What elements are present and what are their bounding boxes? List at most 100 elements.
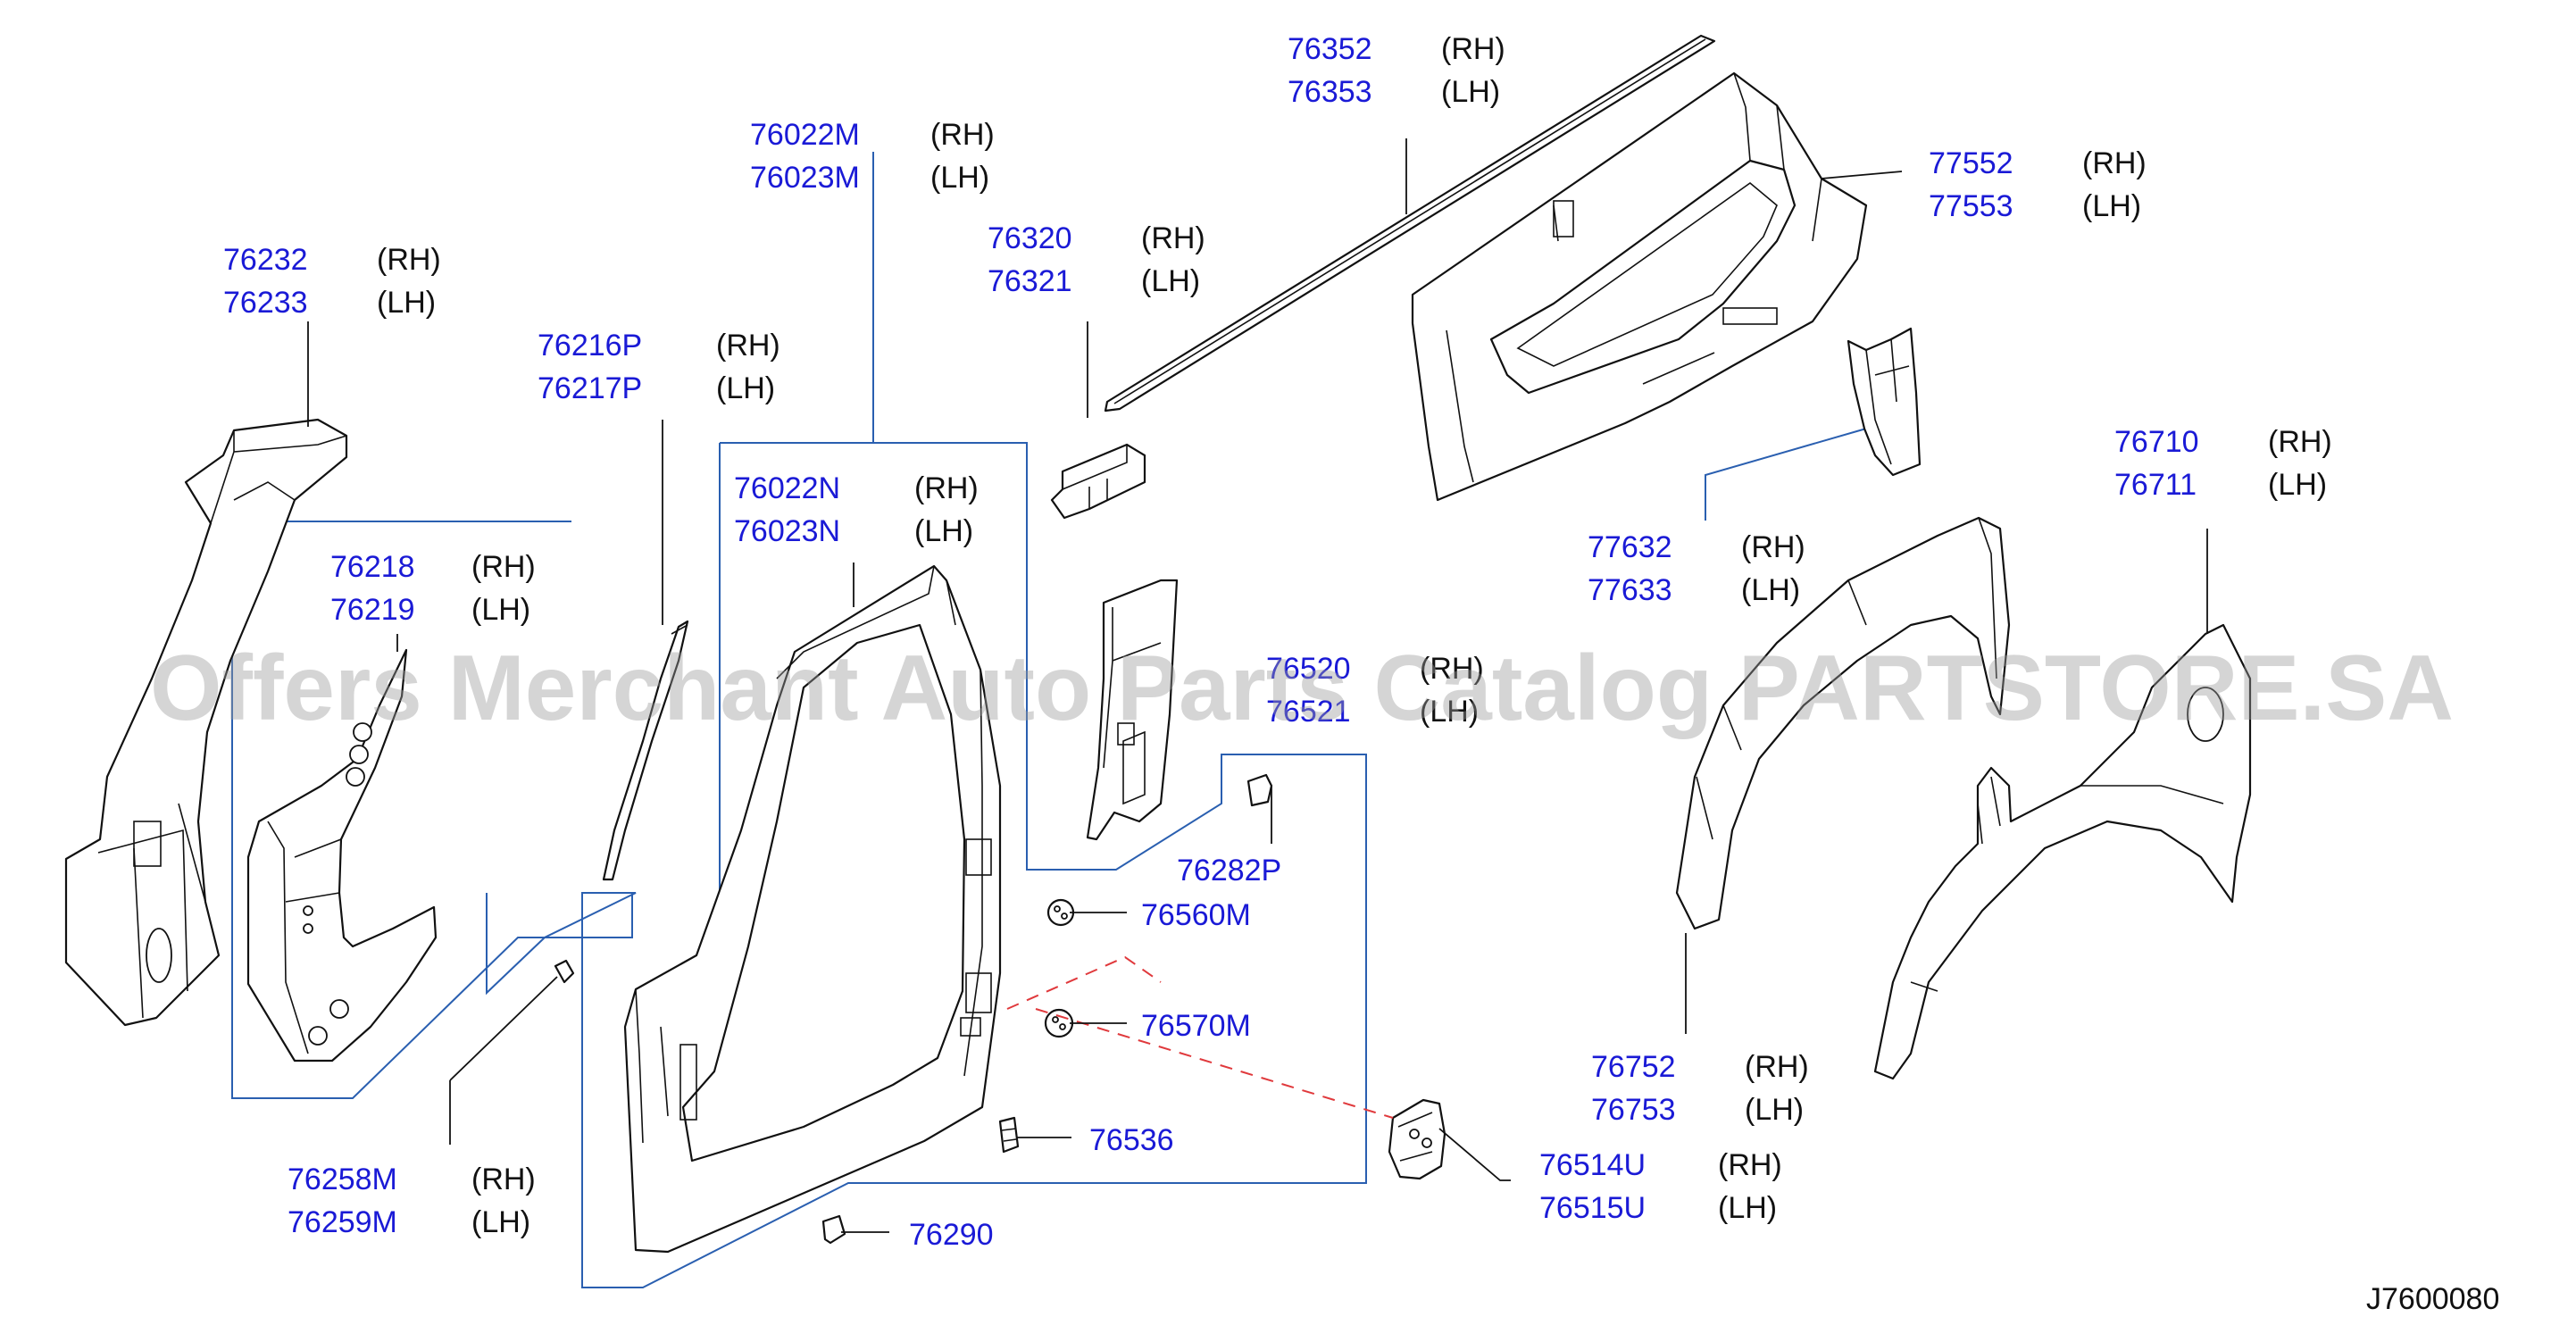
side-label-rh: (RH) <box>1745 1050 1809 1084</box>
part-number-lh: 76515U <box>1539 1191 1646 1225</box>
part-76290-clip <box>821 1214 846 1245</box>
side-label-rh: (RH) <box>1141 221 1205 255</box>
side-label-rh: (RH) <box>471 1162 536 1196</box>
part-76232-front-pillar-reinforcement <box>64 418 348 1027</box>
part-number-lh: 77553 <box>1929 189 2013 223</box>
part-number-rh: 77632 <box>1588 530 1672 564</box>
callout-76216p: 76216P (RH) 76217P (LH) <box>538 329 780 405</box>
side-label-lh: (LH) <box>1441 75 1500 109</box>
part-number-lh: 76023N <box>734 514 840 548</box>
side-label-lh: (LH) <box>1741 573 1800 607</box>
side-label-rh: (RH) <box>1741 530 1805 564</box>
part-76752-wheel-house-inner <box>1675 516 2011 930</box>
part-76282p-clip <box>1246 773 1273 807</box>
side-label-rh: (RH) <box>1718 1148 1782 1182</box>
part-number-rh: 76216P <box>538 329 642 362</box>
parts <box>64 34 2252 1254</box>
callout-76022n: 76022N (RH) 76023N (LH) <box>734 471 979 548</box>
side-label-lh: (LH) <box>914 514 973 548</box>
part-number-rh: 77552 <box>1929 146 2013 180</box>
part-76352-roof-strip <box>1104 34 1716 412</box>
side-label-lh: (LH) <box>377 286 436 320</box>
part-number-lh: 76023M <box>750 161 860 195</box>
side-label-rh: (RH) <box>914 471 979 505</box>
side-label-lh: (LH) <box>1718 1191 1777 1225</box>
dashed-link-76514u <box>1035 1008 1394 1119</box>
callout-77632: 77632 (RH) 77633 (LH) <box>1588 530 1805 607</box>
callout-76218: 76218 (RH) 76219 (LH) <box>330 550 536 627</box>
leader-lines <box>307 138 2208 1233</box>
part-77632-rear-bracket <box>1847 327 1922 477</box>
box-77632 <box>1705 428 1867 521</box>
part-77552-rear-quarter-inner <box>1411 71 1868 502</box>
part-76710-wheel-arch-outer <box>1873 623 2252 1080</box>
box-76022m <box>486 152 1367 1288</box>
part-76570m-grommet <box>1044 1008 1074 1038</box>
part-number-lh: 76711 <box>2114 468 2197 502</box>
part-number-rh: 76022M <box>750 118 860 152</box>
part-number-rh: 76710 <box>2114 425 2199 459</box>
part-76216p-strip <box>602 620 689 881</box>
side-label-lh: (LH) <box>2268 468 2327 502</box>
part-76022n-body-side-outer <box>623 564 1002 1254</box>
callout-77552: 77552 (RH) 77553 (LH) <box>1929 146 2147 223</box>
part-number-lh: 76233 <box>223 286 308 320</box>
side-label-lh: (LH) <box>2082 189 2141 223</box>
watermark-text: Offers Merchant Auto Parts Catalog PARTS… <box>150 637 2454 740</box>
part-76520-center-pillar <box>1086 579 1179 841</box>
part-number-lh: 76353 <box>1288 75 1372 109</box>
dashed-link-76570m <box>1006 955 1162 1010</box>
part-number-76536: 76536 <box>1089 1123 1174 1157</box>
side-label-rh: (RH) <box>377 243 441 277</box>
part-number-lh: 76217P <box>538 371 642 405</box>
callout-76520: 76520 (RH) 76521 (LH) <box>1266 652 1484 729</box>
callout-76514u: 76514U (RH) 76515U (LH) <box>1539 1148 1782 1225</box>
part-number-lh: 76219 <box>330 593 415 627</box>
callout-76752: 76752 (RH) 76753 (LH) <box>1591 1050 1809 1127</box>
callout-76352: 76352 (RH) 76353 (LH) <box>1288 32 1505 109</box>
callout-76022m: 76022M (RH) 76023M (LH) <box>750 118 995 195</box>
callout-76232: 76232 (RH) 76233 (LH) <box>223 243 441 320</box>
side-label-lh: (LH) <box>716 371 775 405</box>
part-number-76282p: 76282P <box>1177 854 1281 888</box>
part-76514u-latch-bracket <box>1388 1098 1446 1180</box>
part-number-76570m: 76570M <box>1141 1009 1251 1043</box>
side-label-lh: (LH) <box>471 1205 530 1239</box>
part-number-rh: 76514U <box>1539 1148 1646 1182</box>
part-76320-bracket <box>1050 443 1146 520</box>
side-label-rh: (RH) <box>930 118 995 152</box>
part-number-lh: 77633 <box>1588 573 1672 607</box>
part-76536-bracket <box>998 1116 1020 1154</box>
side-label-rh: (RH) <box>1441 32 1505 66</box>
side-label-lh: (LH) <box>1745 1093 1804 1127</box>
part-number-lh: 76259M <box>288 1205 397 1239</box>
side-label-rh: (RH) <box>471 550 536 584</box>
part-number-lh: 76521 <box>1266 695 1351 729</box>
callout-76258m: 76258M (RH) 76259M (LH) <box>288 1162 536 1239</box>
dashed-links <box>1006 955 1394 1119</box>
part-number-rh: 76520 <box>1266 652 1351 686</box>
part-number-76290: 76290 <box>909 1218 994 1252</box>
side-label-rh: (RH) <box>2268 425 2332 459</box>
side-label-rh: (RH) <box>716 329 780 362</box>
side-label-lh: (LH) <box>930 161 989 195</box>
diagram-reference-number: J7600080 <box>2366 1282 2499 1316</box>
part-76560m-grommet <box>1046 898 1075 927</box>
side-label-rh: (RH) <box>1420 652 1484 686</box>
part-76218-pillar-reinforcement <box>246 648 438 1062</box>
part-number-lh: 76321 <box>988 264 1072 298</box>
side-label-lh: (LH) <box>1141 264 1200 298</box>
part-number-rh: 76752 <box>1591 1050 1676 1084</box>
side-label-lh: (LH) <box>471 593 530 627</box>
part-number-rh: 76232 <box>223 243 308 277</box>
callout-76710: 76710 (RH) 76711 (LH) <box>2114 425 2332 502</box>
part-number-76560m: 76560M <box>1141 898 1251 932</box>
part-number-rh: 76352 <box>1288 32 1372 66</box>
part-76258m-clip <box>554 959 575 984</box>
part-number-rh: 76022N <box>734 471 840 505</box>
side-label-lh: (LH) <box>1420 695 1479 729</box>
part-number-rh: 76320 <box>988 221 1072 255</box>
part-number-rh: 76218 <box>330 550 415 584</box>
part-number-rh: 76258M <box>288 1162 397 1196</box>
